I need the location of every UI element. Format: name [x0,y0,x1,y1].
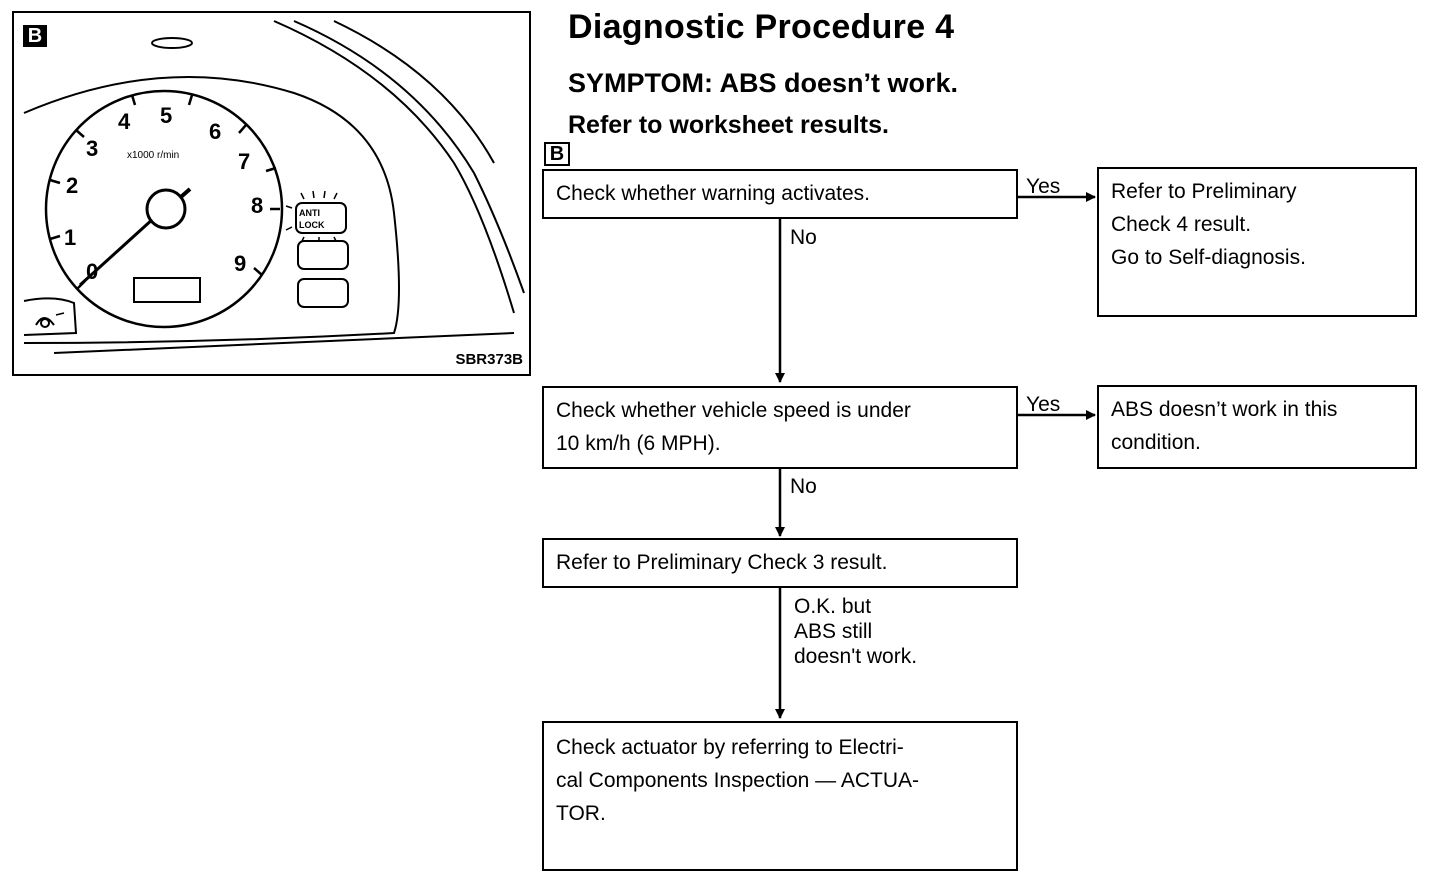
step4-box: Check actuator by referring to Electri- … [542,721,1018,871]
warning-lamp-2 [297,240,349,270]
refer-heading: Refer to worksheet results. [568,111,889,139]
step1-text: Check whether warning activates. [556,182,870,205]
gauge-number-7: 7 [238,149,250,174]
warning-lamp-3 [297,278,349,308]
gauge-number-4: 4 [118,109,131,134]
cluster-illustration: 0 1 2 3 4 5 6 7 8 9 x1000 r/min ANTI LOC… [23,20,525,354]
step2-yes-label: Yes [1026,393,1061,416]
symptom-heading: SYMPTOM: ABS doesn’t work. [568,68,959,98]
cluster-figure: 0 1 2 3 4 5 6 7 8 9 x1000 r/min ANTI LOC… [12,11,531,376]
gauge-hub [145,188,187,230]
gauge-number-5: 5 [160,103,172,128]
step3-ok-label: O.K. but ABS still doesn't work. [794,595,918,668]
gauge-number-9: 9 [234,251,246,276]
gauge-number-8: 8 [251,193,263,218]
odometer-display [133,277,201,303]
step3-box: Refer to Preliminary Check 3 result. [542,538,1018,588]
figure-code: SBR373B [455,351,523,368]
gauge-needle [78,216,156,287]
step1-no-label: No [790,226,817,249]
page-title: Diagnostic Procedure 4 [568,8,955,46]
step2-no-label: No [790,475,817,498]
svg-text:LOCK: LOCK [299,220,325,230]
gauge-number-6: 6 [209,119,221,144]
gauge-unit-label: x1000 r/min [127,150,179,161]
gauge-number-1: 1 [64,225,76,250]
gauge-number-2: 2 [66,173,78,198]
flow-tag: B [544,142,570,166]
step1-box: Check whether warning activates. [542,169,1018,219]
step2-box: Check whether vehicle speed is under 10 … [542,386,1018,469]
step2-yes-box: ABS doesn’t work in this condition. [1097,385,1417,469]
light-switch-icon [35,312,65,328]
gauge-number-3: 3 [86,136,98,161]
step1-yes-label: Yes [1026,175,1061,198]
svg-text:ANTI: ANTI [299,208,320,218]
step1-yes-box: Refer to Preliminary Check 4 result. Go … [1097,167,1417,317]
figure-tag: B [23,25,47,47]
anti-lock-lamp: ANTI LOCK [285,190,347,244]
